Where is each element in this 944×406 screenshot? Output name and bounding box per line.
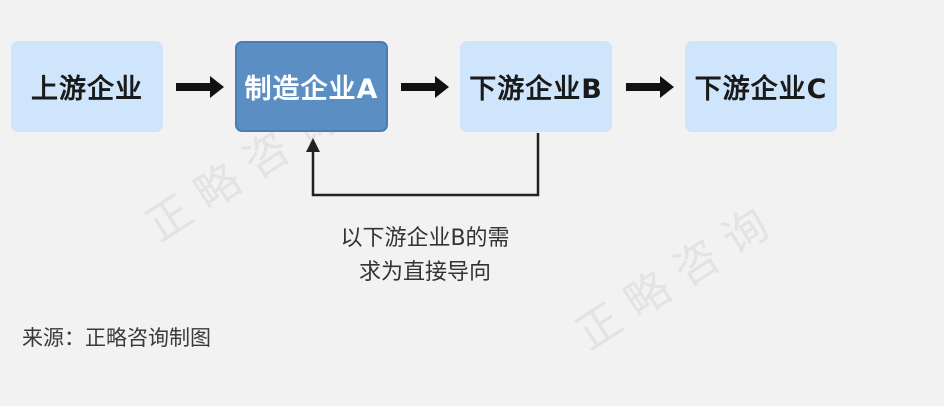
- feedback-note-line: 以下游企业B的需: [340, 226, 510, 251]
- node-upstream-enterprise: 上游企业: [11, 41, 163, 132]
- node-label: 上游企业: [31, 74, 143, 105]
- flow-arrow-icon: [401, 76, 449, 98]
- flow-arrow-icon: [626, 76, 674, 98]
- node-manufacturer-a: 制造企业A: [235, 41, 388, 132]
- node-label: 下游企业C: [694, 74, 828, 105]
- feedback-note-line: 求为直接导向: [358, 260, 491, 285]
- node-downstream-b: 下游企业B: [460, 41, 612, 132]
- feedback-note: 以下游企业B的需 求为直接导向: [330, 222, 520, 290]
- node-downstream-c: 下游企业C: [685, 41, 837, 132]
- watermark: 正略咨询: [567, 191, 790, 361]
- node-label: 下游企业B: [469, 74, 603, 105]
- source-caption: 来源：正略咨询制图: [22, 326, 211, 350]
- flow-arrow-icon: [176, 76, 224, 98]
- node-label: 制造企业A: [244, 74, 379, 105]
